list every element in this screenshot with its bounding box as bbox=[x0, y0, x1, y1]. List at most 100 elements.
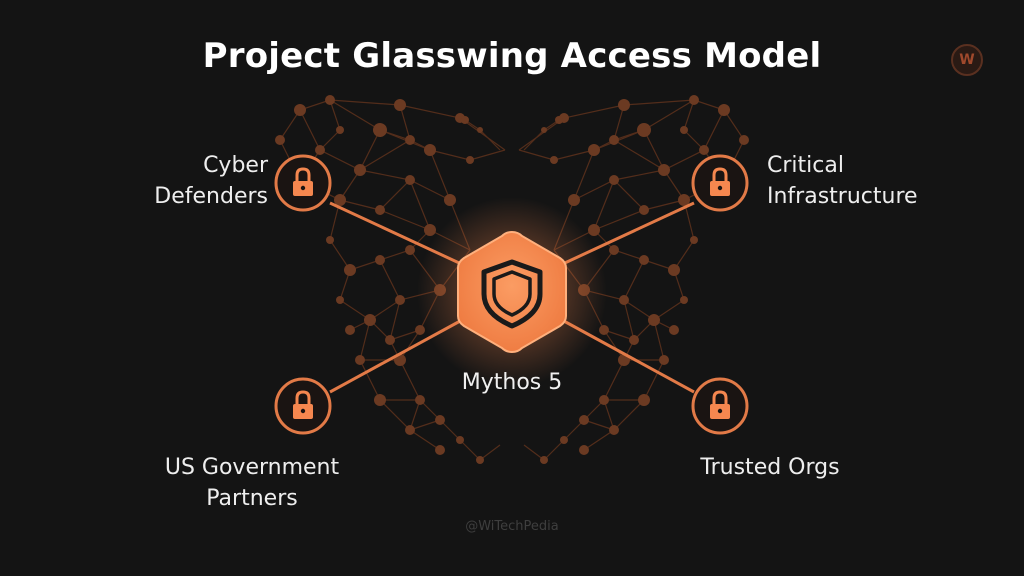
label-line: Trusted Orgs bbox=[700, 455, 840, 480]
network-node bbox=[374, 394, 386, 406]
network-node bbox=[345, 325, 355, 335]
node-label-trusted-orgs: Trusted Orgs bbox=[655, 452, 885, 483]
label-line: Cyber bbox=[203, 153, 268, 178]
network-node bbox=[658, 164, 670, 176]
node-label-critical-infrastructure: Critical Infrastructure bbox=[767, 150, 967, 212]
label-line: Defenders bbox=[154, 184, 268, 209]
lock-icon bbox=[710, 167, 730, 196]
central-hub bbox=[417, 197, 607, 387]
network-node bbox=[424, 144, 436, 156]
network-node bbox=[599, 395, 609, 405]
network-node bbox=[385, 335, 395, 345]
network-node bbox=[435, 415, 445, 425]
network-node bbox=[669, 325, 679, 335]
watermark: @WiTechPedia bbox=[465, 519, 559, 534]
network-node bbox=[461, 116, 469, 124]
network-node bbox=[540, 456, 548, 464]
network-node bbox=[336, 126, 344, 134]
network-node bbox=[550, 156, 558, 164]
network-node bbox=[375, 205, 385, 215]
network-node bbox=[637, 123, 651, 137]
network-node bbox=[639, 205, 649, 215]
hexagon-shape bbox=[457, 230, 567, 354]
network-node bbox=[588, 144, 600, 156]
network-node bbox=[639, 255, 649, 265]
network-nodes bbox=[275, 95, 749, 464]
network-node bbox=[609, 425, 619, 435]
network-node bbox=[541, 127, 547, 133]
label-line: Critical bbox=[767, 153, 844, 178]
network-node bbox=[668, 264, 680, 276]
lock-icon bbox=[710, 390, 730, 419]
lock-icon bbox=[293, 167, 313, 196]
network-node bbox=[588, 224, 600, 236]
network-node bbox=[648, 314, 660, 326]
network-node bbox=[568, 194, 580, 206]
network-node bbox=[336, 296, 344, 304]
network-node bbox=[466, 156, 474, 164]
network-node bbox=[659, 355, 669, 365]
network-node bbox=[629, 335, 639, 345]
network-node bbox=[415, 395, 425, 405]
network-node bbox=[405, 245, 415, 255]
network-node bbox=[334, 194, 346, 206]
network-node bbox=[394, 99, 406, 111]
label-line: US Government bbox=[164, 455, 340, 480]
node-label-cyber-defenders: Cyber Defenders bbox=[110, 150, 268, 212]
network-node bbox=[618, 99, 630, 111]
network-node bbox=[689, 95, 699, 105]
network-node bbox=[315, 145, 325, 155]
network-node bbox=[579, 415, 589, 425]
shield-icon bbox=[481, 259, 543, 329]
network-node bbox=[555, 116, 563, 124]
center-label: Mythos 5 bbox=[461, 370, 563, 395]
network-node bbox=[560, 436, 568, 444]
network-node bbox=[609, 135, 619, 145]
network-node bbox=[476, 456, 484, 464]
label-line: Partners bbox=[206, 486, 298, 511]
network-node bbox=[444, 194, 456, 206]
network-node bbox=[678, 194, 690, 206]
network-node bbox=[275, 135, 285, 145]
network-node bbox=[354, 164, 366, 176]
network-node bbox=[294, 104, 306, 116]
network-node bbox=[405, 425, 415, 435]
network-node bbox=[344, 264, 356, 276]
page-title: Project Glasswing Access Model bbox=[202, 36, 822, 76]
network-node bbox=[405, 175, 415, 185]
network-node bbox=[609, 245, 619, 255]
lock-node-top-left bbox=[274, 154, 332, 212]
network-node bbox=[739, 135, 749, 145]
network-node bbox=[355, 355, 365, 365]
network-node bbox=[638, 394, 650, 406]
lock-icon bbox=[293, 390, 313, 419]
network-node bbox=[375, 255, 385, 265]
network-node bbox=[699, 145, 709, 155]
network-node bbox=[364, 314, 376, 326]
lock-node-top-right bbox=[691, 154, 749, 212]
network-node bbox=[690, 236, 698, 244]
network-node bbox=[415, 325, 425, 335]
network-node bbox=[609, 175, 619, 185]
network-node bbox=[405, 135, 415, 145]
brand-logo: W bbox=[951, 44, 983, 76]
network-node bbox=[680, 296, 688, 304]
lock-node-bottom-left bbox=[274, 377, 332, 435]
network-node bbox=[680, 126, 688, 134]
node-label-us-government-partners: US Government Partners bbox=[120, 452, 384, 514]
network-node bbox=[373, 123, 387, 137]
network-node bbox=[456, 436, 464, 444]
network-node bbox=[424, 224, 436, 236]
lock-node-bottom-right bbox=[691, 377, 749, 435]
network-node bbox=[326, 236, 334, 244]
network-node bbox=[435, 445, 445, 455]
network-node bbox=[325, 95, 335, 105]
network-node bbox=[579, 445, 589, 455]
network-node bbox=[599, 325, 609, 335]
network-node bbox=[477, 127, 483, 133]
network-node bbox=[718, 104, 730, 116]
label-line: Infrastructure bbox=[767, 184, 918, 209]
network-node bbox=[619, 295, 629, 305]
network-node bbox=[395, 295, 405, 305]
